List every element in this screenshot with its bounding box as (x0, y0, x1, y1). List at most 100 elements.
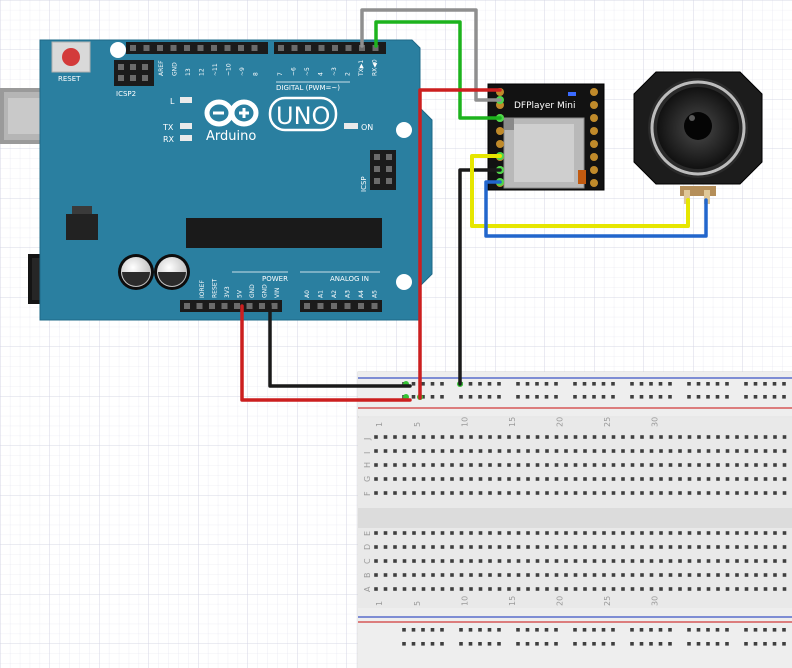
header-pin (304, 303, 310, 309)
dfplayer-pin (590, 140, 598, 148)
header-pin (170, 45, 177, 51)
dfplayer-pin (590, 114, 598, 122)
power-pin-label: 5V (237, 289, 244, 298)
column-number: 5 (413, 422, 422, 427)
wire-red-5v (240, 304, 412, 402)
header-pin (211, 45, 217, 51)
digital-pin-label: ~9 (239, 67, 246, 76)
speaker-icon (633, 71, 763, 204)
led-on (344, 123, 358, 129)
header-pin (238, 45, 244, 51)
header-pin (271, 303, 278, 309)
column-number: 1 (375, 422, 384, 427)
header-pin (221, 303, 228, 309)
row-letter: H (363, 462, 372, 468)
wire-blue-speaker (484, 180, 708, 238)
power-pin-label: 3V3 (224, 286, 231, 298)
header-pin (234, 303, 240, 309)
analog-pin-label: A2 (331, 290, 338, 298)
digital-pin-label: ~6 (291, 67, 298, 76)
column-number: 20 (556, 596, 565, 606)
dfplayer-pin (590, 179, 598, 187)
header-pin (130, 45, 136, 51)
wire-black-gnd (268, 304, 412, 388)
header-pin (246, 303, 253, 309)
power-header (180, 300, 282, 312)
header-pin (209, 303, 215, 309)
header-pin (291, 45, 298, 51)
dfplayer-pin (590, 127, 598, 135)
digital-pin-label: ~3 (331, 67, 338, 76)
capacitor-left (118, 254, 154, 290)
analog-pin-label: A3 (345, 290, 352, 298)
digital-pin-label: RX◀0 (372, 59, 379, 76)
power-label: POWER (262, 275, 288, 283)
reset-button[interactable] (51, 41, 91, 73)
digital-pin-label: GND (172, 62, 179, 76)
led-rx-label: RX (163, 135, 175, 144)
uno-logo-frame (268, 96, 338, 132)
header-pin (184, 45, 190, 51)
sd-card-slot-icon (503, 117, 586, 189)
capacitor-right (154, 254, 190, 290)
arduino-infinity-logo-icon (204, 99, 259, 127)
wires (240, 8, 708, 402)
wire-gray-tx (360, 8, 502, 102)
digital-pin-label: 4 (318, 72, 325, 76)
dfplayer-title: DFPlayer Mini (514, 101, 575, 111)
digital-pin-label: ~10 (226, 63, 233, 76)
voltage-regulator (66, 206, 98, 240)
header-pin (259, 303, 265, 309)
dfplayer-pin (590, 153, 598, 161)
row-letter: C (363, 558, 372, 564)
column-number: 25 (603, 596, 612, 606)
column-number: 15 (508, 417, 517, 427)
header-pin (359, 45, 365, 51)
row-letter: B (363, 573, 372, 579)
digital-pin-label: 7 (277, 72, 284, 76)
header-pin (345, 45, 352, 51)
analog-header (300, 300, 382, 312)
column-number: 5 (413, 601, 422, 606)
digital-pin-label: 8 (253, 72, 260, 76)
header-pin (372, 45, 379, 51)
analog-pin-label: A0 (304, 290, 311, 298)
reset-label: RESET (58, 75, 81, 83)
main-grid-holes (374, 435, 787, 591)
top-header-right (274, 42, 386, 54)
header-pin (318, 45, 325, 51)
column-number: 10 (461, 417, 470, 427)
led-rx (180, 135, 192, 141)
header-pin (251, 45, 258, 51)
digital-pin-label: 2 (345, 72, 352, 76)
digital-label: DIGITAL (PWM=~) (276, 84, 340, 92)
power-pin-label: GND (262, 284, 269, 298)
row-letter: E (363, 531, 372, 536)
header-pin (358, 303, 364, 309)
row-letter: F (363, 491, 372, 496)
row-letter: A (363, 586, 372, 592)
header-pin (157, 45, 163, 51)
led-tx-label: TX (162, 123, 174, 132)
row-letter: G (363, 476, 372, 482)
column-number: 1 (375, 601, 384, 606)
microcontroller-chip (186, 218, 382, 248)
header-pin (224, 45, 231, 51)
column-number: 25 (603, 417, 612, 427)
dfplayer-led (568, 92, 576, 96)
header-pin (184, 303, 190, 309)
dfplayer-pin (590, 166, 598, 174)
column-number: 30 (651, 596, 660, 606)
header-pin (305, 45, 311, 51)
analog-pin-label: A5 (372, 290, 379, 298)
analog-label: ANALOG IN (330, 275, 369, 283)
row-letter: I (363, 452, 372, 454)
power-pin-label: GND (249, 284, 256, 298)
